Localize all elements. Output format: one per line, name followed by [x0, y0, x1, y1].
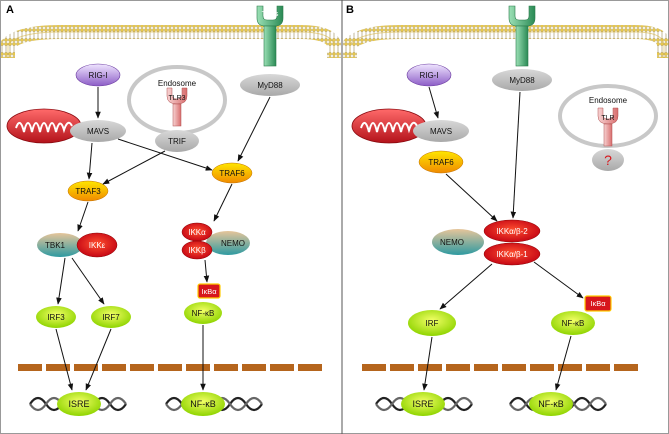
ikk-complex-a: NEMO IKKα IKKβ [181, 222, 250, 260]
myd88-node-b: MyD88 [492, 69, 552, 91]
ikkb-label: IKKβ [188, 246, 206, 255]
nfkb-label-b: NF-κB [562, 319, 585, 328]
ikk-complex-b: NEMO IKKα/β-2 IKKα/β-1 [432, 219, 541, 266]
tlrs-receptor: TLRs [256, 5, 284, 67]
ikba-node-b: IκBα [584, 295, 612, 312]
mitochondrion-icon-b [351, 108, 427, 144]
nuclear-membrane-b [362, 364, 638, 371]
rigi-node-b: RIG-I [406, 63, 452, 87]
nfkb-dna-node-b: NF-κB [529, 392, 573, 416]
panel-a-label: A [6, 4, 14, 16]
endosome-label-b: Endosome [589, 96, 628, 105]
ikke-label: IKKε [89, 241, 106, 250]
trif-node: TRIF [155, 130, 199, 152]
mavs-node-a: MAVS [70, 120, 126, 142]
ikka-label: IKKα [188, 228, 206, 237]
irf7-node: IRF7 [91, 306, 131, 328]
myd88-node-a: MyD88 [240, 74, 300, 96]
traf6-label: TRAF6 [219, 169, 245, 178]
ikkab1-label: IKKα/β-1 [496, 250, 528, 259]
irf7-label: IRF7 [102, 313, 120, 322]
traf6-node-b: TRAF6 [418, 150, 464, 174]
mitochondrion-icon [6, 108, 82, 144]
isre-node-b: ISRE [401, 392, 445, 416]
panel-b: TLR RIG-I MyD88 MAVS TRAF6 [343, 5, 669, 416]
irf3-node: IRF3 [36, 306, 76, 328]
mavs-node-b: MAVS [413, 120, 469, 142]
nuclear-membrane-a [18, 364, 322, 371]
myd88-label: MyD88 [257, 81, 283, 90]
endosome-label: Endosome [158, 79, 197, 88]
traf3-node: TRAF3 [67, 180, 109, 202]
isre-label: ISRE [68, 399, 89, 409]
tlrs-label: TLRs [262, 11, 279, 18]
ikkab2-label: IKKα/β-2 [496, 227, 528, 236]
isre-label-b: ISRE [412, 399, 433, 409]
unknown-adaptor: ? [592, 149, 624, 171]
nfkb-dna-node-a: NF-κB [181, 392, 225, 416]
mavs-label: MAVS [87, 127, 109, 136]
rigi-label: RIG-I [88, 71, 107, 80]
tlr-receptor-b: TLR [508, 5, 536, 67]
irf3-label: IRF3 [47, 313, 65, 322]
nfkb-dna-label-b: NF-κB [538, 399, 564, 409]
traf3-label: TRAF3 [75, 187, 101, 196]
traf6-node-a: TRAF6 [211, 162, 253, 184]
nfkb-node-a: NF-κB [184, 302, 222, 324]
ikba-label: IκBα [201, 287, 217, 296]
plasma-membrane [1, 25, 341, 58]
endo-tlr-label-b: TLR [601, 115, 614, 122]
question-mark-icon: ? [604, 152, 612, 168]
isre-node-a: ISRE [57, 392, 101, 416]
ikba-label-b: IκBα [590, 299, 606, 308]
tbk1-label: TBK1 [45, 241, 66, 250]
arrows-b [422, 86, 584, 391]
trif-label: TRIF [168, 137, 186, 146]
nfkb-label: NF-κB [192, 309, 215, 318]
endosome-b: Endosome TLR [558, 84, 658, 148]
tlr3-label: TLR3 [168, 95, 185, 102]
rigi-node: RIG-I [75, 63, 121, 87]
nfkb-dna-label: NF-κB [190, 399, 216, 409]
myd88-label-b: MyD88 [509, 76, 535, 85]
arrows-a [55, 87, 271, 391]
rigi-label-b: RIG-I [419, 71, 438, 80]
irf-node-b: IRF [408, 310, 456, 336]
panel-b-label: B [346, 4, 354, 16]
irf-label-b: IRF [426, 319, 439, 328]
tbk1-ikke-complex: TBK1 IKKε [37, 232, 118, 258]
nemo-label: NEMO [221, 239, 245, 248]
nemo-label-b: NEMO [440, 238, 464, 247]
mavs-label-b: MAVS [430, 127, 452, 136]
plasma-membrane-b [343, 25, 669, 58]
panel-a: TLRs RIG-I Endosome TLR3 MyD88 MAV [1, 5, 341, 416]
tlr-label-b: TLR [515, 11, 528, 18]
endosome-a: Endosome TLR3 [127, 65, 227, 135]
ikba-node-a: IκBα [197, 283, 221, 299]
nfkb-node-b: NF-κB [551, 311, 595, 335]
traf6-label-b: TRAF6 [428, 158, 454, 167]
